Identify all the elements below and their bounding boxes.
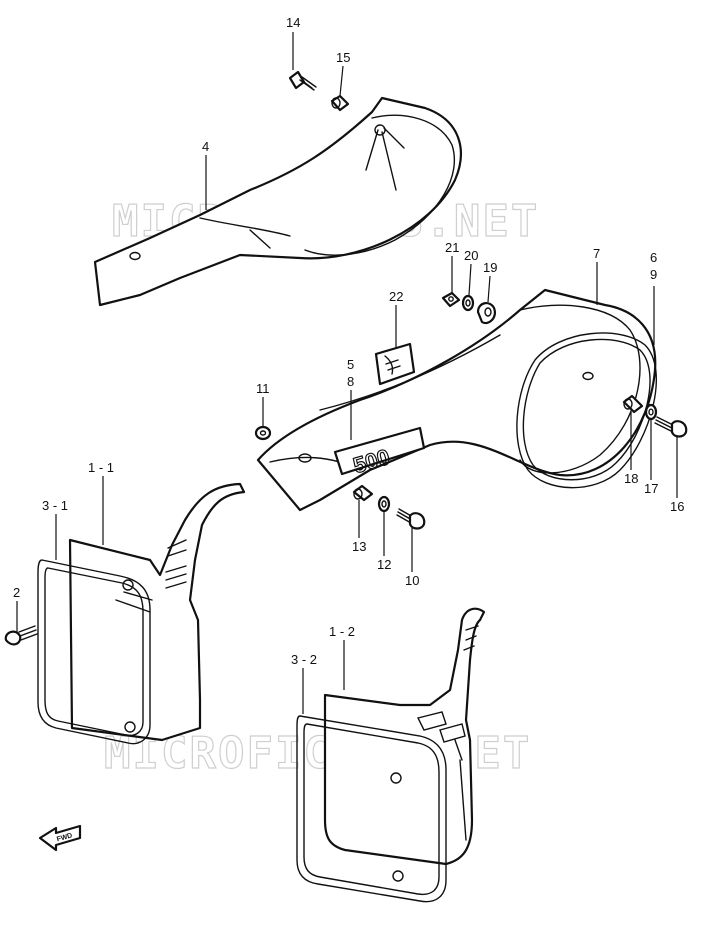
- callout-1-1: 1 - 1: [88, 460, 114, 475]
- callout-3-1: 3 - 1: [42, 498, 68, 513]
- collar-13: [352, 484, 374, 502]
- plate-seal-3-2: [296, 715, 447, 903]
- screw-16: [654, 416, 688, 438]
- grommet-19: [476, 302, 496, 325]
- callout-8: 8: [347, 374, 354, 389]
- emblem-22: [374, 342, 416, 386]
- callout-15: 15: [336, 50, 350, 65]
- callout-labels: 14 15 4 21 20 19 7 6 9 22 5 8 11 18 17 1…: [13, 15, 684, 667]
- nut-21: [441, 291, 461, 308]
- callout-7: 7: [593, 246, 600, 261]
- callout-4: 4: [202, 139, 209, 154]
- callout-16: 16: [670, 499, 684, 514]
- callout-18: 18: [624, 471, 638, 486]
- callout-22: 22: [389, 289, 403, 304]
- callout-10: 10: [405, 573, 419, 588]
- washer-17: [644, 403, 658, 421]
- collar-18: [622, 394, 644, 414]
- number-plate-1-1: [68, 482, 246, 742]
- callout-5: 5: [347, 357, 354, 372]
- callout-17: 17: [644, 481, 658, 496]
- callout-12: 12: [377, 557, 391, 572]
- callout-9: 9: [650, 267, 657, 282]
- callout-3-2: 3 - 2: [291, 652, 317, 667]
- callout-6: 6: [650, 250, 657, 265]
- callout-13: 13: [352, 539, 366, 554]
- callout-2: 2: [13, 585, 20, 600]
- callout-14: 14: [286, 15, 300, 30]
- collar-15: [330, 94, 350, 112]
- callout-11: 11: [256, 381, 270, 396]
- callout-21: 21: [445, 240, 459, 255]
- fwd-label: FWD: [56, 832, 73, 843]
- screw-10: [396, 508, 426, 530]
- seal-6-9: [516, 332, 658, 489]
- plate-seal-3-1: [37, 559, 151, 745]
- washer-12: [377, 495, 391, 513]
- washer-11: [254, 425, 272, 441]
- washer-20: [461, 294, 475, 312]
- callout-1-2: 1 - 2: [329, 624, 355, 639]
- number-plate-1-2: [323, 607, 486, 866]
- fwd-arrow-icon: FWD: [38, 824, 82, 852]
- decal-500: [333, 426, 426, 476]
- screw-2: [4, 625, 38, 646]
- callout-20: 20: [464, 248, 478, 263]
- screw-14: [288, 70, 317, 91]
- left-side-cover: [93, 96, 462, 307]
- callout-19: 19: [483, 260, 497, 275]
- leader-lines: [16, 32, 678, 714]
- right-side-cover: 500: [256, 288, 657, 512]
